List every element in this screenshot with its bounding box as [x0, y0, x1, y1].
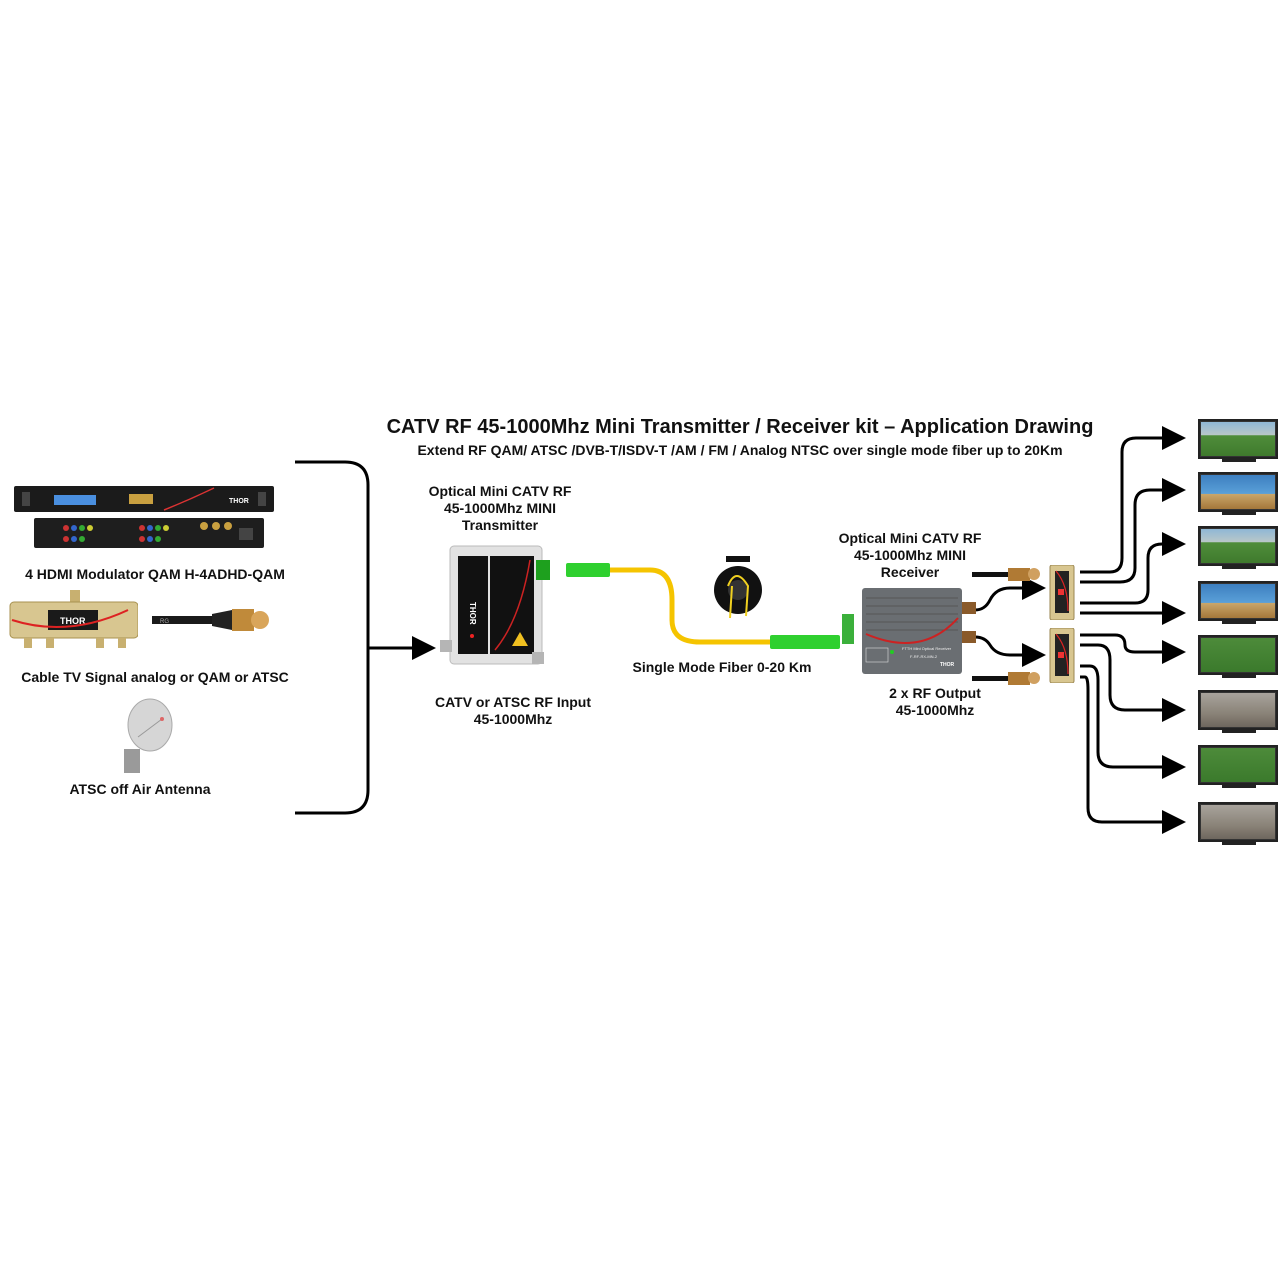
source-bracket — [295, 460, 370, 815]
receiver-title-line2: 45-1000Mhz MINI — [853, 546, 967, 563]
tv-stand — [1222, 565, 1256, 569]
tv-screen — [1198, 690, 1278, 733]
fiber-connector-rx — [770, 635, 840, 649]
tv-stand — [1222, 511, 1256, 515]
receiver-output-line2: 45-1000Mhz — [895, 701, 975, 718]
tv-stand — [1222, 620, 1256, 624]
receiver-title: Optical Mini CATV RF 45-1000Mhz MINI Rec… — [820, 530, 1000, 580]
tv-image-skim — [1201, 693, 1275, 727]
transmitter-title: Optical Mini CATV RF 45-1000Mhz MINI Tra… — [400, 483, 600, 533]
transmitter-device: THOR — [440, 540, 555, 670]
out-line-2 — [1080, 478, 1186, 584]
tv-stand — [1222, 458, 1256, 462]
out-line-8 — [1080, 675, 1186, 834]
dish-antenna-icon — [118, 697, 178, 777]
fiber-connector-tx — [566, 563, 610, 577]
fiber-cable — [610, 567, 770, 645]
tv-screen — [1198, 526, 1278, 569]
tv-image-skim — [1201, 805, 1275, 839]
receiver-output-label: 2 x RF Output 45-1000Mhz — [860, 685, 1010, 719]
svg-text:F-RF-RX-MN-2: F-RF-RX-MN-2 — [910, 654, 938, 659]
tv-screen — [1198, 581, 1278, 624]
transmitter-title-line1: Optical Mini CATV RF — [428, 483, 572, 499]
tv-screen — [1198, 472, 1278, 515]
tv-screen — [1198, 635, 1278, 678]
receiver-device: FTTH Mini Optical Receiver F-RF-RX-MN-2 … — [842, 588, 977, 676]
tv-image-soccer — [1201, 529, 1275, 563]
tv-screen — [1198, 419, 1278, 462]
out-line-6 — [1080, 643, 1186, 722]
transmitter-title-line2: 45-1000Mhz MINI — [443, 499, 557, 516]
fiber-reel-icon — [706, 556, 766, 626]
tv-screen — [1198, 802, 1278, 845]
out-line-5 — [1080, 633, 1186, 664]
rack-modulator-icon: THOR — [14, 486, 274, 550]
transmitter-input-label: CATV or ATSC RF Input 45-1000Mhz — [400, 694, 626, 728]
coax-splitter-icon: THOR — [8, 590, 139, 648]
out-line-3 — [1080, 532, 1186, 605]
svg-text:FTTH Mini Optical Receiver: FTTH Mini Optical Receiver — [902, 646, 952, 651]
receiver-output-line1: 2 x RF Output — [889, 685, 981, 701]
tv-stand — [1222, 674, 1256, 678]
splitter-bottom — [1048, 627, 1080, 684]
source-label-modulator: 4 HDMI Modulator QAM H-4ADHD-QAM — [25, 566, 285, 582]
transmitter-title-line3: Transmitter — [461, 516, 539, 533]
tv-stand — [1222, 841, 1256, 845]
rx-cable-top — [974, 576, 1046, 612]
transmitter-input-line1: CATV or ATSC RF Input — [434, 694, 592, 710]
tv-stand — [1222, 784, 1256, 788]
source-label-cable-tv: Cable TV Signal analog or QAM or ATSC — [21, 669, 289, 685]
svg-text:THOR: THOR — [60, 616, 86, 626]
rf-cable-top-icon — [972, 566, 1042, 582]
svg-text:THOR: THOR — [468, 602, 477, 625]
svg-text:THOR: THOR — [940, 662, 955, 668]
tv-image-kids — [1201, 748, 1275, 782]
fiber-label: Single Mode Fiber 0-20 Km — [632, 659, 812, 675]
source-label-antenna: ATSC off Air Antenna — [69, 781, 211, 797]
receiver-title-line3: Receiver — [880, 563, 940, 580]
tv-image-soccer — [1201, 422, 1275, 456]
rf-cable-bottom-icon — [972, 670, 1042, 686]
tv-screen — [1198, 745, 1278, 788]
diagram-subtitle: Extend RF QAM/ ATSC /DVB-T/ISDV-T /AM / … — [417, 442, 1063, 458]
tv-image-beach — [1201, 475, 1275, 509]
out-line-1 — [1080, 426, 1186, 574]
receiver-title-line1: Optical Mini CATV RF — [838, 530, 982, 546]
transmitter-input-line2: 45-1000Mhz — [473, 710, 553, 727]
svg-text:RG: RG — [160, 619, 169, 625]
tv-image-beach — [1201, 584, 1275, 618]
rx-cable-bottom — [974, 635, 1046, 667]
svg-text:THOR: THOR — [229, 498, 249, 505]
tv-stand — [1222, 729, 1256, 733]
splitter-top — [1048, 564, 1080, 621]
out-line-7 — [1080, 664, 1186, 779]
coax-cable-icon: RG — [152, 606, 272, 636]
tv-image-kids — [1201, 638, 1275, 672]
diagram-title: CATV RF 45-1000Mhz Mini Transmitter / Re… — [386, 416, 1094, 438]
